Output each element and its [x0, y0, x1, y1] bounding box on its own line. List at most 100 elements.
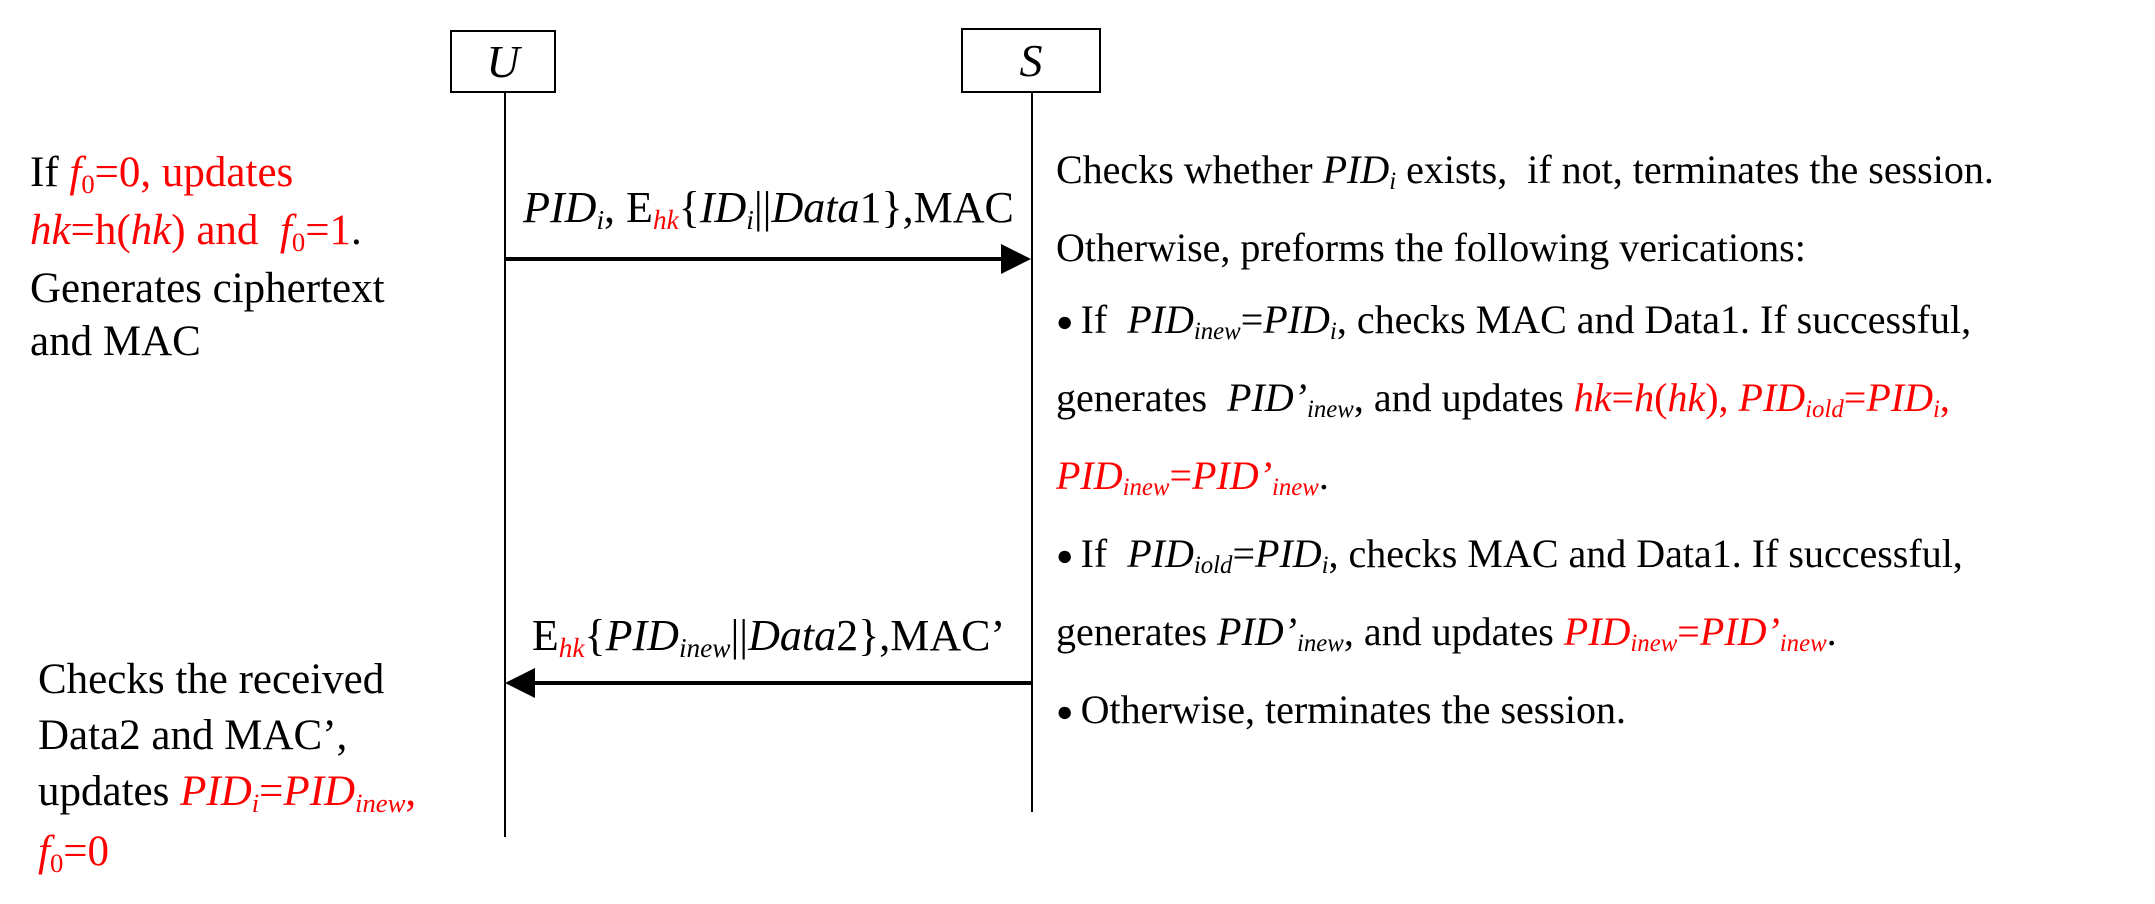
text-run: { — [678, 183, 700, 232]
text-line: ● Otherwise, terminates the session. — [1056, 674, 1994, 750]
text-run: PID — [1056, 453, 1123, 498]
text-run: and MAC — [30, 318, 201, 365]
text-line: f0=0 — [38, 824, 416, 884]
text-run: . — [1318, 453, 1329, 498]
text-run: inew — [1193, 318, 1241, 346]
text-run: PID — [1322, 147, 1390, 192]
text-run: If — [1080, 531, 1128, 576]
text-run: exists, if not, terminates the session. — [1396, 147, 1994, 192]
text-run: If — [30, 149, 70, 196]
text-run: Data — [771, 183, 860, 232]
text-run: i — [1932, 396, 1940, 424]
text-run: Otherwise, preforms the following verica… — [1056, 225, 1806, 270]
text-run: , checks MAC and Data1. If successful, — [1328, 531, 1963, 576]
text-run: i — [251, 787, 260, 818]
text-run: PID — [1866, 375, 1933, 420]
text-line: Data2 and MAC’, — [38, 708, 416, 764]
text-run: h — [1634, 375, 1655, 420]
text-run: ), — [1705, 375, 1739, 420]
text-run: , and updates — [1343, 609, 1564, 654]
text-run: 0 — [49, 847, 64, 878]
text-run: E — [531, 611, 559, 660]
text-run: , — [1939, 375, 1950, 420]
text-run: . — [1826, 609, 1837, 654]
text-run: PID — [1255, 531, 1322, 576]
actor-label-user: U — [486, 36, 520, 87]
text-run: =0, updates — [94, 149, 294, 196]
text-run: Checks the received — [38, 656, 385, 703]
message-1-label: PIDi, Ehk{IDi||Data1},MAC — [505, 183, 1032, 236]
text-run: =h( — [70, 207, 131, 254]
text-line: PIDinew=PID’inew. — [1056, 440, 1994, 518]
text-run: generates — [1056, 609, 1218, 654]
text-line: Checks the received — [38, 652, 416, 708]
text-run: hk — [652, 205, 679, 236]
text-run: PID — [1263, 297, 1330, 342]
text-run: inew — [1122, 474, 1170, 502]
text-run: f — [279, 207, 292, 254]
text-run: = — [1232, 531, 1256, 576]
text-line: updates PIDi=PIDinew, — [38, 764, 416, 824]
text-run: hk — [558, 633, 585, 664]
text-run: hk — [30, 207, 71, 254]
message-1-arrow — [505, 257, 1005, 261]
message-2-arrow — [532, 681, 1032, 685]
text-run: { — [584, 611, 606, 660]
text-line: ● If PIDiold=PIDi, checks MAC and Data1.… — [1056, 518, 1994, 596]
text-run: inew — [1779, 630, 1827, 658]
text-run: PID’ — [1699, 609, 1780, 654]
text-run: Data2 and MAC’, — [38, 712, 348, 759]
text-run: PID — [523, 183, 597, 232]
text-run: f — [69, 149, 82, 196]
text-run: = — [1677, 609, 1700, 654]
text-run: hk — [130, 207, 172, 254]
text-run: = — [1169, 453, 1193, 498]
text-run: = — [1240, 297, 1264, 342]
actor-label-server: S — [1019, 35, 1043, 86]
text-run: Data — [748, 611, 837, 660]
text-run: PID — [1127, 297, 1194, 342]
text-run: ( — [1654, 375, 1668, 420]
text-run: =0 — [63, 828, 110, 875]
text-line: Generates ciphertext — [30, 262, 385, 315]
text-run: inew — [355, 787, 406, 818]
text-run: inew — [1306, 396, 1354, 424]
server-note: Checks whether PIDi exists, if not, term… — [1056, 134, 1994, 750]
text-run: 1},MAC — [859, 183, 1014, 232]
text-run: PID — [1127, 531, 1194, 576]
text-run: PID — [1738, 375, 1806, 420]
text-run: If — [1080, 297, 1128, 342]
text-run: i — [746, 205, 754, 236]
text-run: ● — [1056, 695, 1081, 728]
text-run: 0 — [81, 168, 95, 199]
text-run: iold — [1805, 396, 1844, 424]
text-line: ● If PIDinew=PIDi, checks MAC and Data1.… — [1056, 284, 1994, 362]
text-run: PID’ — [1227, 375, 1307, 420]
text-run: inew — [1630, 630, 1678, 658]
server-lifeline — [1031, 93, 1033, 812]
text-run: i — [596, 205, 605, 236]
text-run: . — [350, 207, 362, 254]
arrowhead-right-icon — [1001, 244, 1031, 274]
text-line: If f0=0, updates — [30, 146, 385, 204]
text-run: , E — [604, 183, 653, 232]
text-run: 0 — [291, 226, 306, 257]
text-run: ID — [699, 183, 747, 232]
text-run: Checks whether — [1056, 147, 1323, 192]
text-run: ● — [1056, 539, 1081, 572]
text-run: , — [405, 768, 417, 815]
text-run: f — [38, 828, 50, 875]
text-line: hk=h(hk) and f0=1. — [30, 204, 385, 262]
text-run: generates — [1056, 375, 1228, 420]
text-run: PID’ — [1217, 609, 1297, 654]
text-run: i — [1329, 318, 1337, 346]
text-line: generates PID’inew, and updates PIDinew=… — [1056, 596, 1994, 674]
text-run: || — [730, 611, 749, 660]
text-run: inew — [1272, 474, 1319, 502]
text-run: i — [1389, 168, 1397, 196]
text-run: PID’ — [1192, 453, 1273, 498]
text-run: Generates ciphertext — [30, 265, 385, 312]
actor-box-server: S — [961, 28, 1101, 93]
text-run: , and updates — [1353, 375, 1574, 420]
